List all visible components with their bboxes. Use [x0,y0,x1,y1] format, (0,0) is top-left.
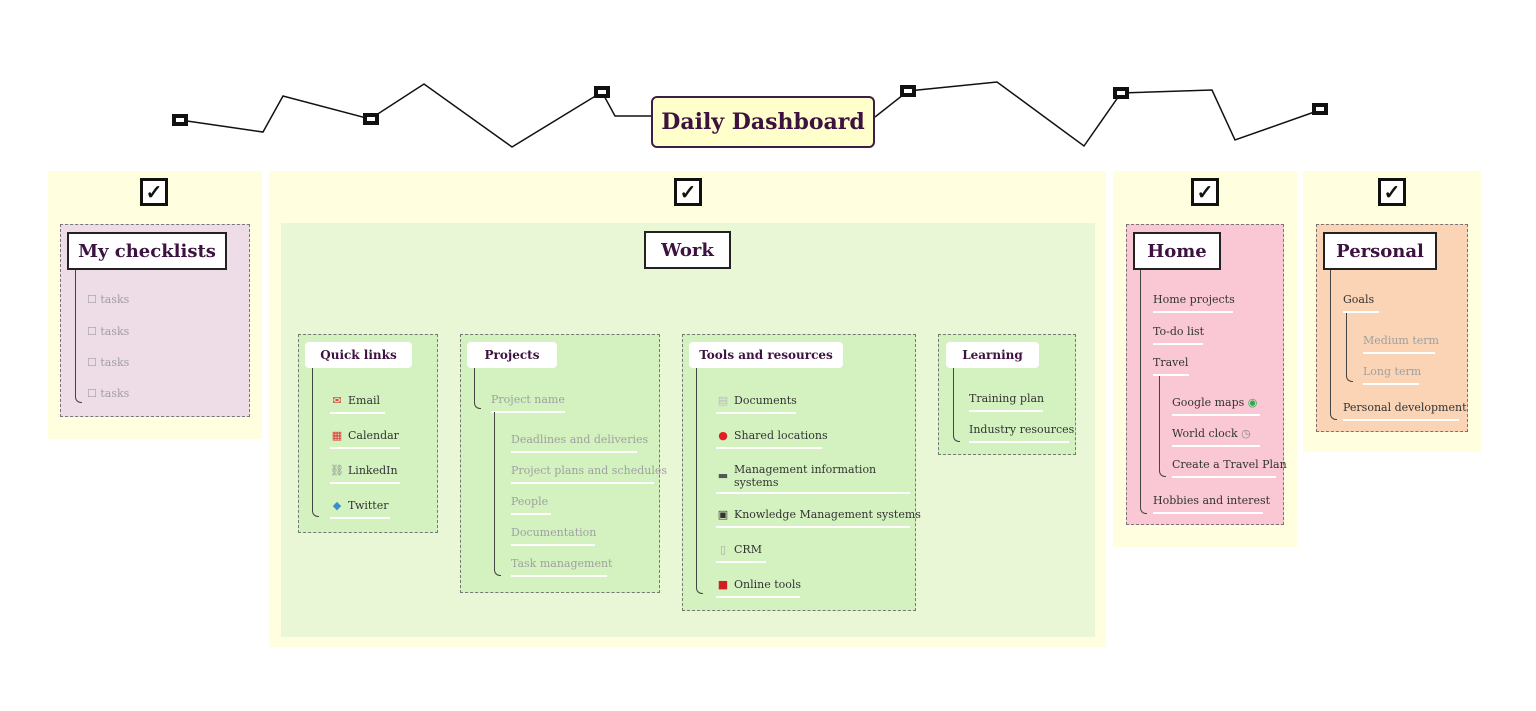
toolbox-icon: ■ [717,578,729,591]
personal-goals[interactable]: Goals [1343,293,1375,306]
quick-link-linkedin[interactable]: ⛓LinkedIn [330,464,398,477]
tool-crm[interactable]: ▯CRM [716,543,762,556]
map-pin-icon: ◉ [1247,396,1258,409]
quick-link-calendar[interactable]: ▦Calendar [331,429,399,442]
tools-card [682,334,916,611]
timeline-handle[interactable] [1113,87,1129,99]
home-card [1126,224,1284,525]
checklist-item[interactable]: ☐ tasks [87,356,130,369]
learning-item[interactable]: Training plan [969,392,1045,405]
project-item[interactable]: Task management [511,557,613,570]
quick-link-email[interactable]: ✉Email [330,394,380,407]
projects-card [460,334,660,593]
quick-links-label[interactable]: Quick links [305,342,412,368]
home-item-travel[interactable]: Travel [1153,356,1189,369]
checkbox-icon[interactable]: ☐ [87,293,101,306]
timeline-handle[interactable] [594,86,610,98]
quick-link-twitter[interactable]: ◆Twitter [330,499,389,512]
tool-shared-locations[interactable]: ●Shared locations [716,429,827,442]
timeline-line-left [179,83,651,148]
project-item[interactable]: Deadlines and deliveries [511,433,649,446]
checkbox-icon[interactable]: ☐ [87,325,101,338]
work-heading[interactable]: Work [644,231,731,269]
document-icon: ▤ [717,394,729,407]
link-icon: ⛓ [330,464,344,477]
projects-label[interactable]: Projects [467,342,557,368]
checklist-item[interactable]: ☐ tasks [87,387,130,400]
personal-heading[interactable]: Personal [1323,232,1437,270]
notepad-icon: ▯ [719,543,727,556]
clock-icon: ◷ [1241,427,1251,440]
project-name[interactable]: Project name [491,393,565,406]
timeline-line-right [874,81,1321,148]
dashboard-title[interactable]: Daily Dashboard [651,96,875,148]
checklist-item[interactable]: ☐ tasks [87,325,130,338]
personal-development[interactable]: Personal development [1343,401,1467,414]
timeline-handle[interactable] [900,85,916,97]
personal-checkbox[interactable]: ✓ [1378,178,1406,206]
home-checkbox[interactable]: ✓ [1191,178,1219,206]
checklists-checkbox[interactable]: ✓ [140,178,168,206]
goal-item[interactable]: Medium term [1363,334,1439,347]
bird-icon: ◆ [332,499,342,512]
home-item[interactable]: To-do list [1153,325,1205,338]
checklists-heading[interactable]: My checklists [67,232,227,270]
home-item[interactable]: Home projects [1153,293,1235,306]
tool-knowledge-management[interactable]: ▣Knowledge Management systems [717,508,921,521]
goal-item[interactable]: Long term [1363,365,1422,378]
calendar-icon: ▦ [331,429,343,442]
monitor-icon: ▬ [717,469,729,482]
checkbox-icon[interactable]: ☐ [87,356,101,369]
checkbox-icon[interactable]: ☐ [87,387,101,400]
work-checkbox[interactable]: ✓ [674,178,702,206]
learning-label[interactable]: Learning [946,342,1039,368]
learning-item[interactable]: Industry resources [969,423,1075,436]
project-item[interactable]: Documentation [511,526,597,539]
checklist-item[interactable]: ☐ tasks [87,293,130,306]
pin-icon: ● [718,429,728,442]
project-item[interactable]: People [511,495,549,508]
timeline-handle[interactable] [1312,103,1328,115]
home-heading[interactable]: Home [1133,232,1221,270]
email-icon: ✉ [332,394,342,407]
travel-item-google-maps[interactable]: Google maps ◉ [1172,396,1258,409]
tools-label[interactable]: Tools and resources [689,342,843,368]
tool-online-tools[interactable]: ■Online tools [717,578,802,591]
tool-documents[interactable]: ▤Documents [717,394,797,407]
home-item-hobbies[interactable]: Hobbies and interest [1153,494,1271,507]
cabinet-icon: ▣ [717,508,729,521]
timeline-handle[interactable] [172,114,188,126]
travel-item-world-clock[interactable]: World clock ◷ [1172,427,1251,440]
travel-item-create-plan[interactable]: Create a Travel Plan [1172,458,1287,471]
timeline-handle[interactable] [363,113,379,125]
project-item[interactable]: Project plans and schedules [511,464,668,477]
